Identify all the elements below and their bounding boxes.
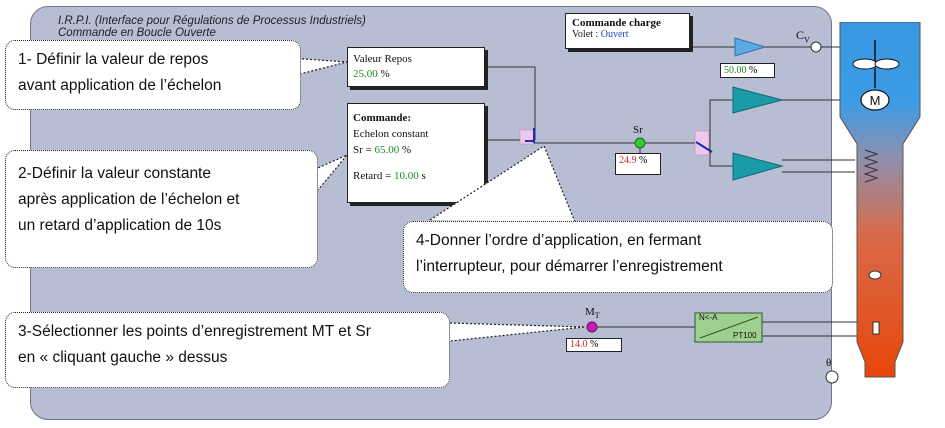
mt-value-box: 14.0 % [566,338,622,352]
amp-top-unit: % [749,65,758,76]
callout-step3: 3-Sélectionner les points d’enregistreme… [5,312,450,388]
converter-bottom-label: PT100 [733,331,757,340]
callout-step1-line2: avant application de l’échelon [18,77,222,94]
cv-label-sub: V [804,35,810,45]
valeur-repos-value[interactable]: 25.00 [353,68,378,80]
commande-sr-label: Sr = [353,144,372,156]
mt-unit: % [590,339,599,350]
sr-value-box: 24.9 % [615,153,661,175]
commande-box[interactable]: Commande: Echelon constant Sr = 65.00 % … [347,103,485,203]
heater-amplifier [732,152,784,181]
app-title-line1: I.R.P.I. (Interface pour Régulations de … [58,15,366,27]
commande-sr-value[interactable]: 65.00 [374,144,400,156]
sr-unit: % [639,155,648,166]
mt-value: 14.0 [570,339,588,350]
converter-top-label: N<-A [699,313,718,322]
callout-step4: 4-Donner l’ordre d’application, en ferma… [403,221,833,293]
callout-step2: 2-Définir la valeur constante après appl… [5,150,318,268]
callout-step4-line2: l’interrupteur, pour démarrer l’enregist… [416,258,723,275]
valeur-repos-box[interactable]: Valeur Repos 25.00 % [347,47,485,87]
sr-label: Sr [633,124,643,136]
amp-top-value: 50.00 [724,65,747,76]
cv-label-main: C [796,28,805,42]
app-title-line2: Commande en Boucle Ouverte [58,27,216,39]
mt-label-main: M [585,306,595,318]
callout-step2-line1: 2-Définir la valeur constante [18,165,211,182]
commande-charge-title: Commande charge [572,17,661,29]
volet-value: Ouvert [600,29,629,40]
cv-amplifier [734,37,767,57]
motor-label: M [870,93,881,108]
valeur-repos-label: Valeur Repos [353,53,412,65]
app-title: I.R.P.I. (Interface pour Régulations de … [58,15,366,39]
mt-label-sub: T [594,311,600,321]
commande-mode[interactable]: Echelon constant [353,128,429,140]
motor-amplifier [732,86,784,114]
callout-step1-line1: 1- Définir la valeur de repos [18,51,209,68]
commande-retard-unit: s [421,170,426,182]
mt-label: MT [585,306,600,320]
sr-record-point[interactable] [634,137,646,149]
commande-title: Commande: [353,112,412,124]
callout-step2-line3: un retard d’application de 10s [18,217,222,234]
sr-value: 24.9 [619,155,637,166]
callout-step4-line1: 4-Donner l’ordre d’application, en ferma… [416,232,702,249]
cv-label: CV [796,28,810,44]
callout-step3-line1: 3-Sélectionner les points d’enregistreme… [18,323,371,340]
commande-retard-value[interactable]: 10.00 [394,170,419,182]
furnace-graphic: M [839,21,921,378]
commande-retard-label: Retard = [353,170,392,182]
valeur-repos-unit: % [380,68,390,80]
volet-label: Volet : [572,29,599,40]
theta-label: θ [826,357,832,369]
furnace: M [835,21,930,387]
callout-step1: 1- Définir la valeur de repos avant appl… [5,40,301,110]
theta-record-point[interactable] [825,370,839,384]
amp-top-value-box[interactable]: 50.00 % [720,63,775,78]
commande-charge-box[interactable]: Commande charge Volet : Ouvert [565,13,690,49]
callout-step3-line2: en « cliquant gauche » dessus [18,349,228,366]
callout-step2-line2: après application de l’échelon et [18,191,240,208]
commande-sr-unit: % [401,144,412,156]
